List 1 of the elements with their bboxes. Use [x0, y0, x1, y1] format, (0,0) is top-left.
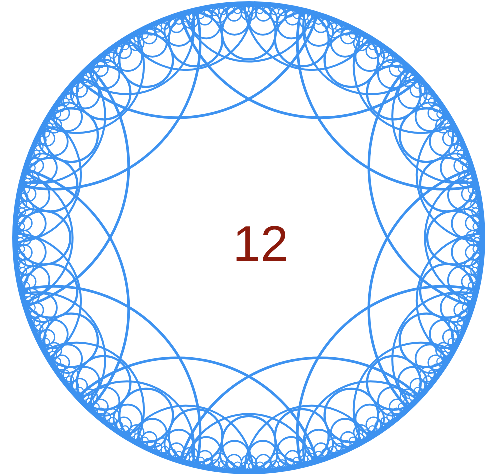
- number-label: 12: [233, 219, 289, 269]
